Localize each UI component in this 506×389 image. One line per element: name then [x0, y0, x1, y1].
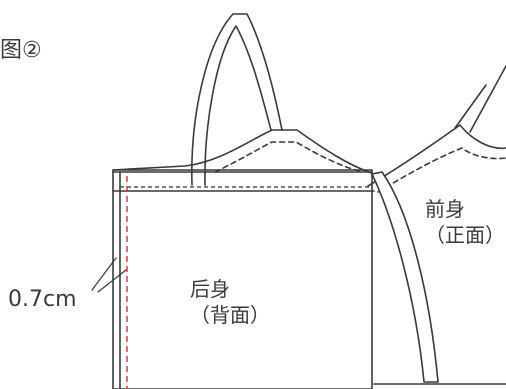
back-panel-label: 后身 （背面） [190, 276, 270, 328]
front-panel-label: 前身 （正面） [425, 196, 505, 248]
strap-inner-line [204, 25, 272, 186]
front-panel-label-line1: 前身 [425, 197, 465, 221]
side-binding-strip [371, 171, 439, 383]
back-panel-label-line2: （背面） [190, 303, 270, 327]
back-neckline-stitch [214, 141, 363, 173]
strap-outline [191, 13, 283, 186]
front-panel-outline [367, 65, 506, 385]
seam-allowance-label: 0.7cm [8, 287, 77, 312]
dimension-leader [91, 257, 127, 293]
back-neckline [112, 129, 373, 174]
front-neckline-stitch [377, 147, 506, 193]
figure-label: 图② [0, 38, 42, 63]
back-panel-label-line1: 后身 [190, 277, 230, 301]
front-panel-label-line2: （正面） [425, 223, 505, 247]
